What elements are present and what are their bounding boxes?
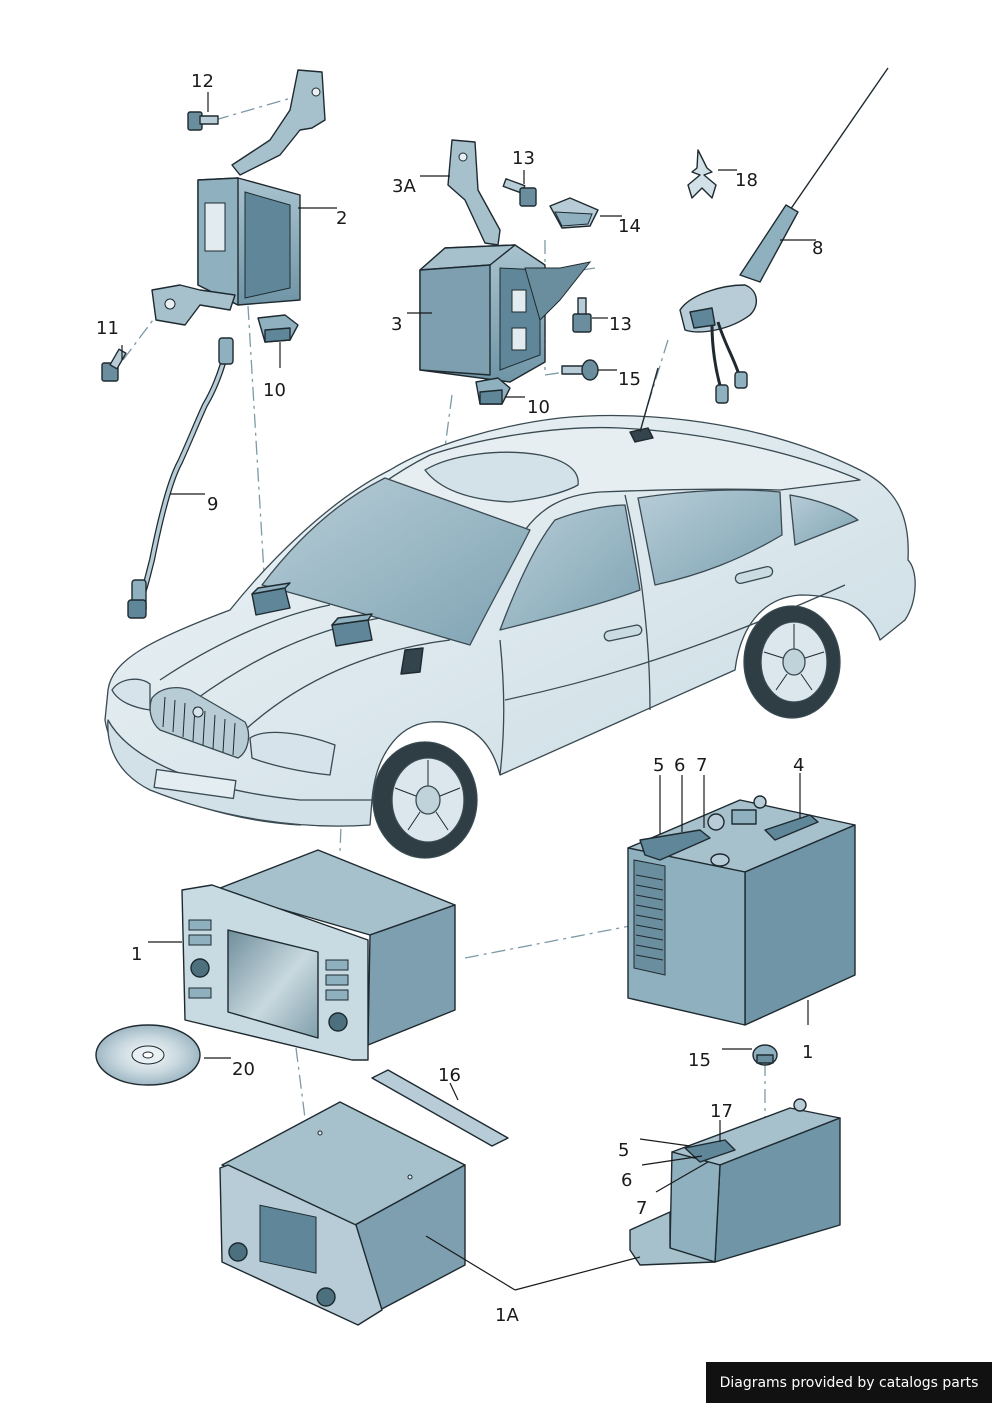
callout-15-top: 15 bbox=[618, 369, 641, 390]
radio-1A bbox=[219, 1101, 466, 1326]
box-1A-small bbox=[629, 1098, 841, 1266]
bolt-13-lower bbox=[572, 297, 592, 333]
callout-9: 9 bbox=[207, 494, 218, 515]
callout-18: 18 bbox=[735, 170, 758, 191]
callout-8: 8 bbox=[812, 238, 823, 259]
cap-15-lower bbox=[752, 1044, 778, 1066]
head-unit-buttons bbox=[188, 919, 349, 1001]
bolt-13-top bbox=[502, 178, 537, 207]
screw-15 bbox=[561, 359, 599, 381]
box-vent bbox=[635, 874, 664, 961]
head-unit-1 bbox=[181, 849, 456, 1061]
clip-18 bbox=[687, 149, 717, 199]
car-illustration bbox=[104, 367, 916, 859]
callout-1-left: 1 bbox=[131, 944, 142, 965]
clip-10-left bbox=[257, 314, 299, 343]
module-3 bbox=[419, 139, 592, 383]
bolt-12 bbox=[187, 111, 219, 131]
clip-14 bbox=[549, 197, 599, 229]
callout-1-right: 1 bbox=[802, 1042, 813, 1063]
callout-12: 12 bbox=[191, 71, 214, 92]
callout-6-lower: 6 bbox=[621, 1170, 632, 1191]
callout-5-top: 5 bbox=[653, 755, 664, 776]
callout-leaders bbox=[121, 92, 816, 1291]
disc-20 bbox=[95, 1024, 201, 1086]
callout-7-lower: 7 bbox=[636, 1198, 647, 1219]
callout-13-lower: 13 bbox=[609, 314, 632, 335]
callout-3: 3 bbox=[391, 314, 402, 335]
callout-5-lower: 5 bbox=[618, 1140, 629, 1161]
callout-10-left: 10 bbox=[263, 380, 286, 401]
cable-9 bbox=[127, 337, 234, 619]
callout-15-lower: 15 bbox=[688, 1050, 711, 1071]
callout-labels: 12 2 11 10 9 3A 3 13 14 13 15 10 18 8 1 … bbox=[96, 71, 823, 1326]
callout-10-center: 10 bbox=[527, 397, 550, 418]
box-1-large bbox=[627, 795, 856, 1026]
module-2 bbox=[151, 69, 326, 326]
callout-11: 11 bbox=[96, 318, 119, 339]
credit-banner: Diagrams provided by catalogs parts bbox=[706, 1362, 992, 1403]
callout-6-top: 6 bbox=[674, 755, 685, 776]
callout-2: 2 bbox=[336, 208, 347, 229]
callout-3A: 3A bbox=[392, 176, 416, 197]
callout-7-top: 7 bbox=[696, 755, 707, 776]
callout-1A: 1A bbox=[495, 1305, 519, 1326]
callout-16: 16 bbox=[438, 1065, 461, 1086]
strip-16 bbox=[371, 1069, 509, 1147]
clip-10-center bbox=[475, 377, 511, 405]
callout-20: 20 bbox=[232, 1059, 255, 1080]
callout-4: 4 bbox=[793, 755, 804, 776]
callout-17: 17 bbox=[710, 1101, 733, 1122]
antenna-8 bbox=[679, 67, 889, 404]
callout-14: 14 bbox=[618, 216, 641, 237]
callout-13-top: 13 bbox=[512, 148, 535, 169]
